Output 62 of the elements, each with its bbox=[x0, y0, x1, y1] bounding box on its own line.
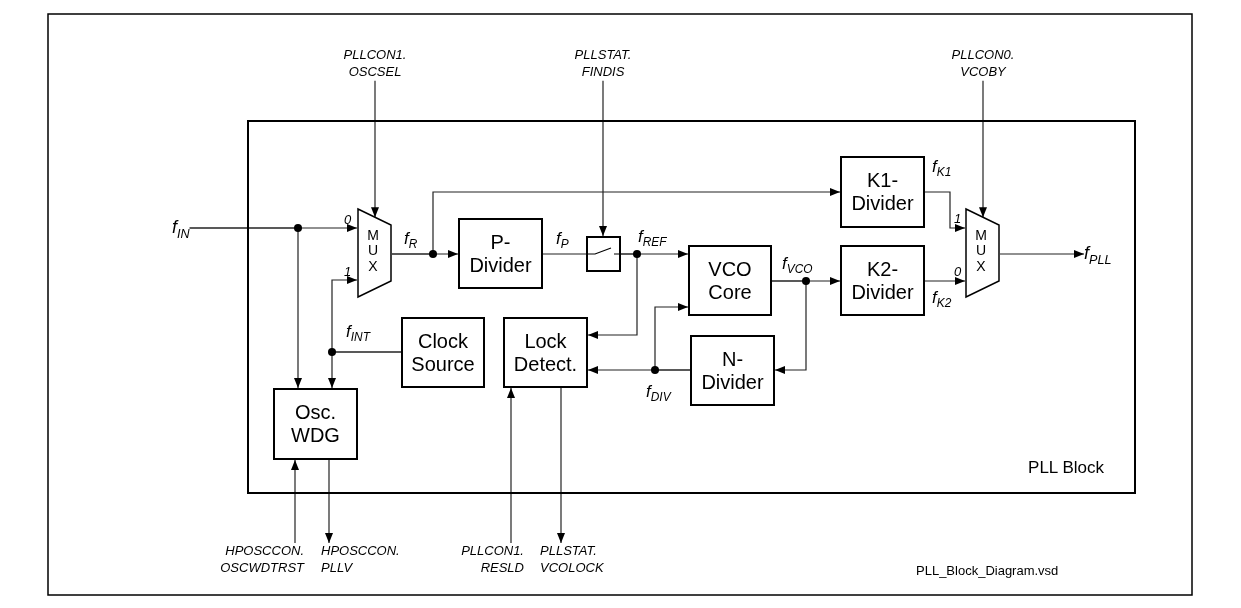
mux-label: MUX bbox=[366, 228, 380, 275]
process-box bbox=[840, 245, 925, 316]
signal-label: f$_{R}$ bbox=[404, 229, 418, 252]
arrow bbox=[391, 188, 841, 255]
arrow bbox=[599, 80, 607, 237]
block-title: PLL Block bbox=[1028, 458, 1104, 478]
box-label: P-Divider bbox=[468, 230, 533, 277]
arrow bbox=[587, 253, 638, 339]
signal-label: HPOSCCON. OSCWDTRST bbox=[188, 543, 304, 577]
signal-label: f$_{REF}$ bbox=[638, 227, 667, 250]
arrow bbox=[771, 280, 807, 374]
signal-label: 1 bbox=[344, 264, 352, 280]
file-name: PLL_Block_Diagram.vsd bbox=[916, 563, 1059, 579]
signal-label: f$_{INT}$ bbox=[346, 322, 370, 345]
signal-label: f$_{IN}$ bbox=[172, 216, 190, 242]
signal-label: f$_{DIV}$ bbox=[646, 382, 671, 405]
arrow bbox=[371, 80, 379, 218]
signal-label: PLLSTAT. VCOLOCK bbox=[540, 543, 640, 577]
process-box bbox=[840, 156, 925, 228]
arrow bbox=[557, 387, 565, 544]
signal-label: 0 bbox=[954, 264, 962, 280]
signal-label: f$_{K1}$ bbox=[932, 157, 952, 180]
signal-label: PLLCON1. OSCSEL bbox=[337, 47, 413, 81]
arrow bbox=[325, 459, 333, 544]
switch-symbol bbox=[586, 236, 621, 272]
process-box bbox=[690, 335, 775, 406]
signal-label: 1 bbox=[954, 211, 962, 227]
box-label: VCO Core bbox=[707, 257, 753, 304]
box-label: Osc. WDG bbox=[290, 401, 341, 447]
signal-label: f$_{VCO}$ bbox=[782, 254, 813, 277]
signal-label: f$_{P}$ bbox=[556, 229, 569, 252]
box-label: K2-Divider bbox=[850, 257, 915, 304]
arrow bbox=[507, 387, 515, 544]
connector-line bbox=[542, 253, 587, 255]
arrow bbox=[328, 351, 402, 389]
signal-label: PLLCON0. VCOBY bbox=[945, 47, 1021, 81]
signal-label: PLLCON1. RESLD bbox=[437, 543, 524, 577]
box-label: Lock Detect. bbox=[512, 329, 579, 376]
block-frame bbox=[247, 120, 1136, 494]
process-box bbox=[503, 317, 588, 388]
box-label: K1-Divider bbox=[850, 169, 915, 215]
signal-label: PLLSTAT. FINDIS bbox=[565, 47, 641, 81]
process-box bbox=[401, 317, 485, 388]
arrow bbox=[924, 277, 966, 285]
multiplexer bbox=[357, 208, 392, 298]
process-box bbox=[688, 245, 772, 316]
multiplexer bbox=[965, 208, 1000, 298]
arrow bbox=[979, 80, 987, 218]
box-label: N-Divider bbox=[700, 347, 765, 394]
arrow bbox=[924, 191, 966, 232]
signal-label: 0 bbox=[344, 212, 352, 228]
process-box bbox=[273, 388, 358, 460]
mux-label: MUX bbox=[974, 228, 988, 275]
process-box bbox=[458, 218, 543, 289]
arrow bbox=[654, 303, 691, 371]
signal-label: f$_{PLL}$ bbox=[1084, 242, 1112, 268]
arrow bbox=[189, 227, 302, 389]
box-label: Clock Source bbox=[410, 329, 476, 376]
arrow bbox=[291, 459, 299, 544]
arrow bbox=[999, 250, 1085, 258]
signal-label: f$_{K2}$ bbox=[932, 288, 952, 311]
signal-label: HPOSCCON. PLLV bbox=[321, 543, 416, 577]
